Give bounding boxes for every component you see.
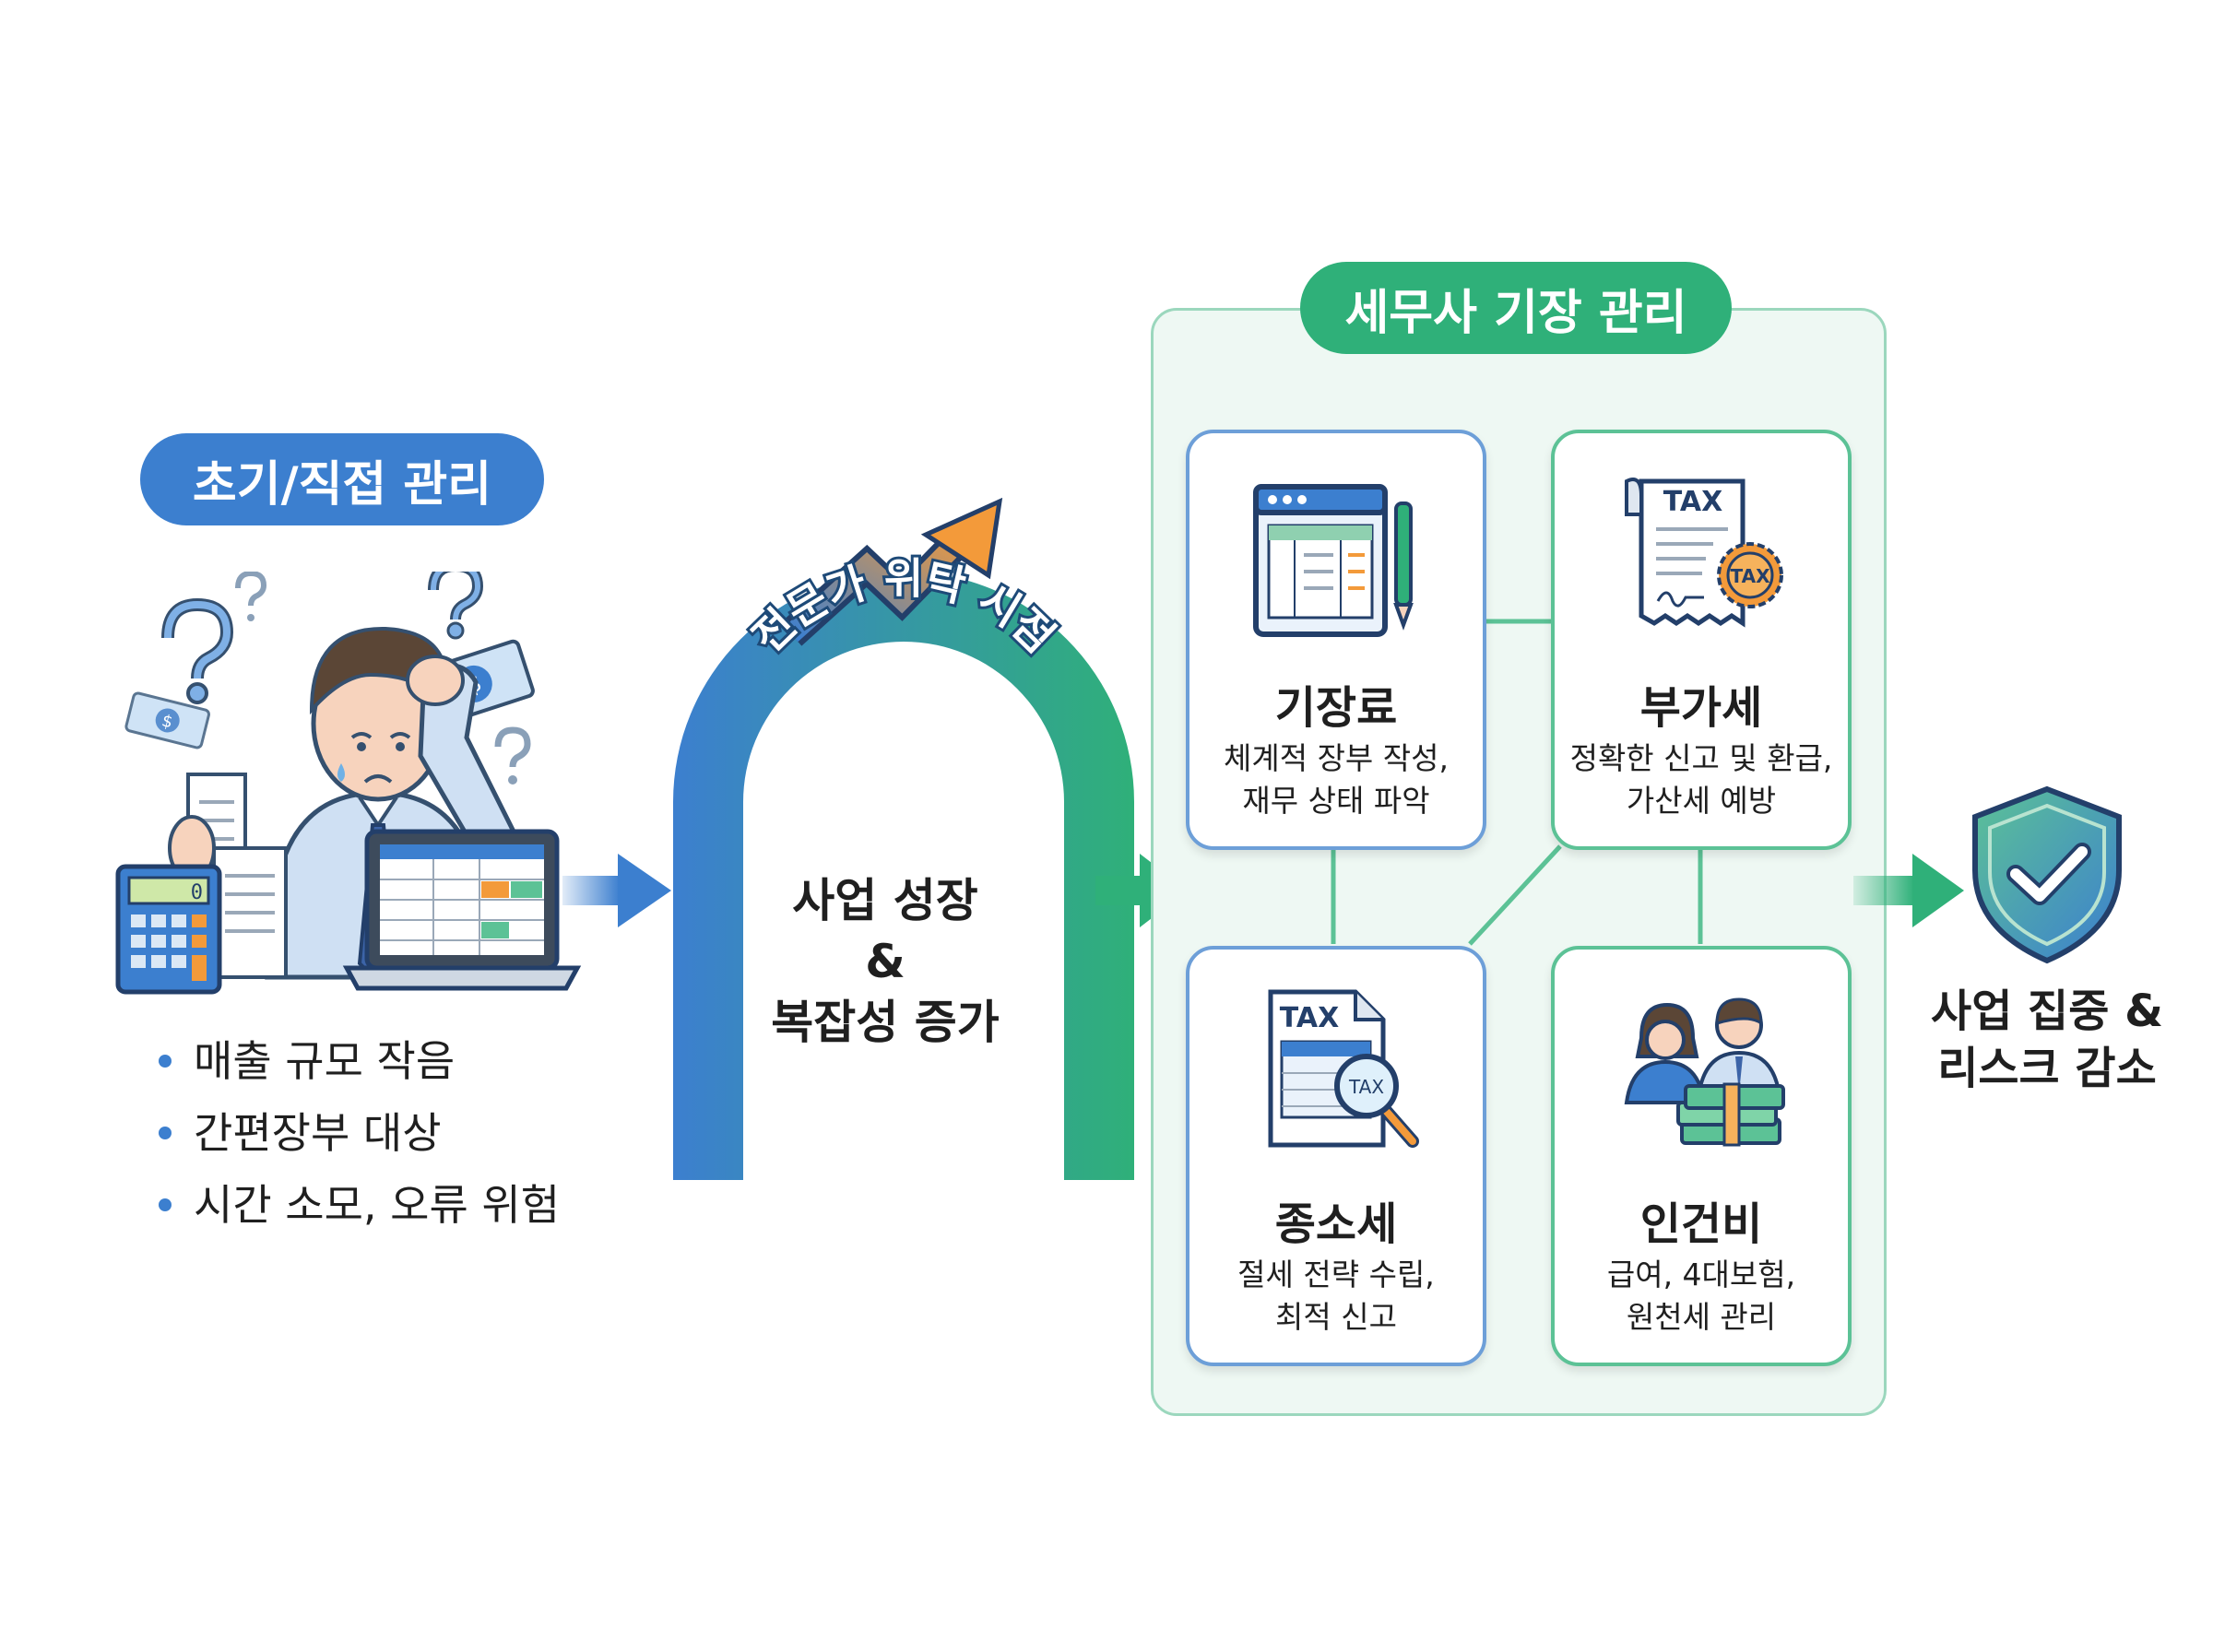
question-mark-icon (235, 572, 267, 621)
arrow-right-icon (1853, 854, 1964, 927)
business-focus-text: 사업 집중 & 리스크 감소 (1931, 985, 2163, 1094)
card-title: 인건비 (1639, 1198, 1763, 1250)
card-title: 기장료 (1274, 682, 1398, 734)
list-item: 시간 소모, 오류 위험 (159, 1169, 560, 1241)
card-labor-cost: 인건비 급여, 4대보험, 원천세 관리 (1551, 946, 1852, 1366)
expert-transition-arch: 전문가 위탁 시점 (673, 498, 1134, 1180)
card-vat: TAX TAX 부가세 정확한 신고 및 환급, 가산세 예방 (1551, 430, 1852, 850)
question-mark-icon (428, 572, 484, 640)
svg-text:TAX: TAX (1731, 565, 1771, 587)
svg-text:$: $ (160, 711, 174, 732)
card-connectors (1331, 619, 1703, 946)
calculator-icon: 0 (115, 864, 222, 995)
arrow-right-icon (562, 854, 671, 927)
money-bill-icon: $ (124, 691, 210, 749)
list-item: 매출 규모 작음 (159, 1025, 560, 1097)
cash-stack-icon (1676, 1082, 1785, 1147)
initial-bullet-list: 매출 규모 작음 간편장부 대상 시간 소모, 오류 위험 (159, 1025, 560, 1241)
card-income-tax: TAX TAX 종소세 절세 전략 수립, 최적 신고 (1186, 946, 1486, 1366)
card-description: 절세 전략 수립, 최적 신고 (1237, 1257, 1435, 1335)
people-money-icon (1624, 997, 1785, 1147)
card-description: 급여, 4대보험, 원천세 관리 (1606, 1257, 1796, 1335)
question-mark-icon (161, 597, 234, 704)
ledger-icon (1253, 484, 1414, 637)
initial-management-label: 초기/직접 관리 (140, 433, 544, 525)
card-title: 종소세 (1274, 1198, 1398, 1250)
bullet-dot (159, 1198, 172, 1211)
laptop-spreadsheet-icon (342, 829, 582, 991)
question-mark-icon (494, 726, 531, 785)
card-description: 체계적 장부 작성, 재무 상태 파악 (1224, 740, 1449, 819)
svg-text:TAX: TAX (1280, 1002, 1339, 1034)
bullet-dot (159, 1127, 172, 1139)
bullet-dot (159, 1055, 172, 1068)
stressed-person-illustration: $ $ 0 (115, 572, 582, 995)
shield-check-icon (1972, 785, 2122, 964)
svg-text:TAX: TAX (1663, 486, 1722, 518)
svg-text:TAX: TAX (1348, 1076, 1384, 1098)
card-bookkeeping-fee: 기장료 체계적 장부 작성, 재무 상태 파악 (1186, 430, 1486, 850)
tax-search-icon: TAX TAX (1268, 989, 1419, 1148)
growth-complexity-text: 사업 성장 & 복잡성 증가 (771, 874, 1000, 1049)
tax-document-icon: TAX TAX (1625, 478, 1783, 628)
card-description: 정확한 신고 및 환급, 가산세 예방 (1569, 740, 1833, 819)
svg-text:0: 0 (191, 881, 203, 904)
growth-arrow-icon (780, 498, 1003, 646)
tax-accountant-label: 세무사 기장 관리 (1300, 262, 1732, 354)
list-item: 간편장부 대상 (159, 1097, 560, 1169)
card-title: 부가세 (1639, 682, 1763, 734)
